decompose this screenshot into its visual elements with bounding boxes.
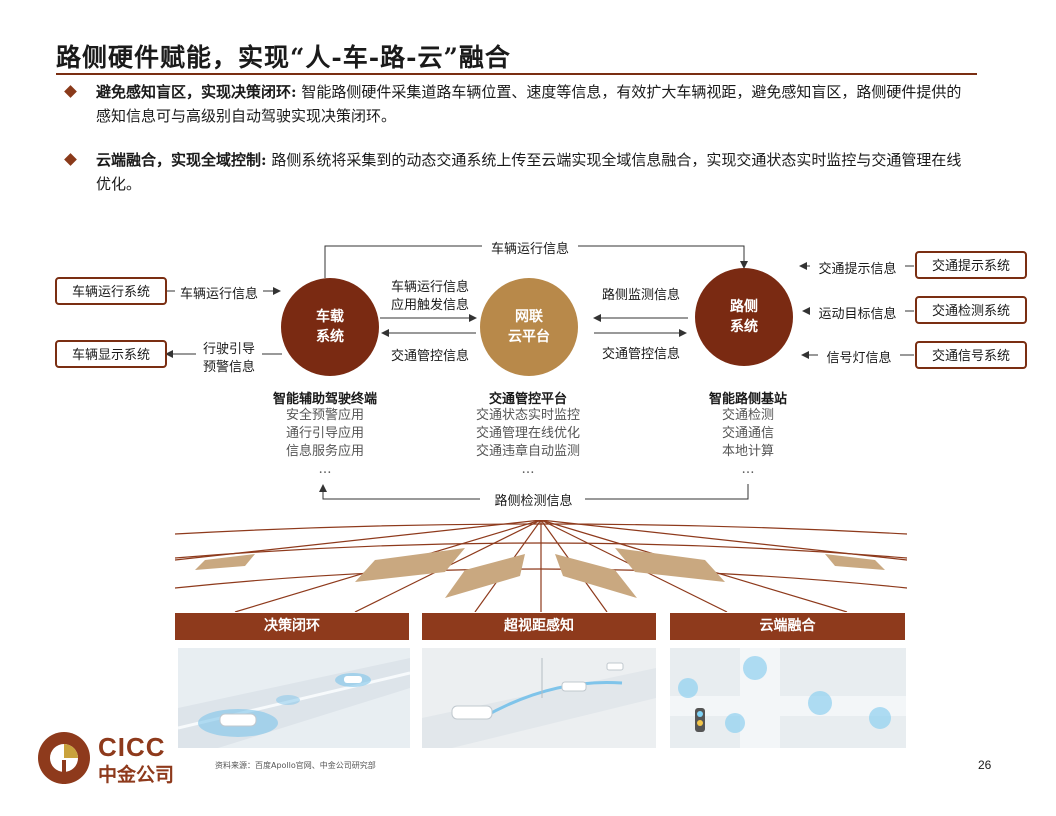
bullet-2: 云端融合，实现全域控制: 路侧系统将采集到的动态交通系统上传至云端实现全域信息融… [64,148,966,196]
cloud-node-line2: 云平台 [508,329,550,345]
bullet-2-head: 云端融合，实现全域控制: [96,151,267,169]
block-title: 交通管控平台 [488,392,567,407]
block-item: … [521,462,535,477]
bullet-2-body: 路侧系统将采集到的动态交通系统上传至云端实现全域信息融合，实现交通状态实时监控与… [96,151,962,193]
vc-upper-label-2: 应用触发信息 [390,298,469,313]
vehicle-system-node: 车载系统 [281,278,379,376]
block-item: 安全预警应用 [285,408,364,423]
roadside-system-node: 路侧系统 [695,268,793,366]
right-label-2: 运动目标信息 [818,307,897,322]
bullet-1-head: 避免感知盲区，实现决策闭环: [96,83,297,101]
block-item: … [741,462,755,477]
cloud-fusion-illustration [670,648,906,748]
block-item: 交通状态实时监控 [475,408,580,423]
road-perspective-graphic [175,520,907,612]
traffic-signal-system: 交通信号系统 [915,341,1027,369]
cr-upper-label: 路侧监测信息 [601,288,680,303]
right-label-3: 信号灯信息 [826,351,892,366]
title-divider [56,73,977,75]
bottom-loop-arrow [319,484,480,500]
right-label-1: 交通提示信息 [818,262,897,277]
banner-decision-loop: 决策闭环 [175,613,409,640]
block-traffic-control-platform: 交通管控平台 交通状态实时监控 交通管理在线优化 交通违章自动监测 … [455,388,601,479]
block-title: 智能辅助驾驶终端 [272,392,377,407]
block-driving-terminal: 智能辅助驾驶终端 安全预警应用 通行引导应用 信息服务应用 … [255,388,395,479]
bullet-1: 避免感知盲区，实现决策闭环: 智能路侧硬件采集道路车辆位置、速度等信息，有效扩大… [64,80,966,128]
top-loop-arrow [578,245,748,269]
logo-text-en: CICC [98,732,166,762]
vehicle-node-line1: 车载 [316,309,344,325]
bottom-loop-line [585,484,749,500]
banner-beyond-visual-range: 超视距感知 [422,613,656,640]
cicc-logo-icon [38,732,90,784]
left-lower-label-2: 预警信息 [202,360,255,375]
cloud-platform-node: 网联云平台 [480,278,578,376]
block-title: 智能路侧基站 [708,392,787,407]
page-title: 路侧硬件赋能，实现“人-车-路-云”融合 [56,43,511,72]
roadside-node-line2: 系统 [730,319,758,335]
cr-lower-label: 交通管控信息 [601,347,680,362]
bullet-1-body: 智能路侧硬件采集道路车辆位置、速度等信息，有效扩大车辆视距，避免感知盲区，路侧硬… [96,83,962,125]
top-loop-line [324,245,482,278]
roadside-node-line1: 路侧 [730,299,758,315]
vehicle-operation-system: 车辆运行系统 [55,277,167,305]
cloud-node-line1: 网联 [515,309,543,325]
block-item: 交通通信 [721,426,774,441]
block-item: … [318,462,332,477]
vehicle-node-line2: 系统 [316,329,344,345]
vehicle-display-system: 车辆显示系统 [55,340,167,368]
source-note: 资料来源：百度Apollo官网、中金公司研究部 [215,761,376,770]
beyond-visual-range-illustration [422,648,656,748]
page-number: 26 [978,758,992,772]
block-item: 交通管理在线优化 [475,426,580,441]
traffic-detection-system: 交通检测系统 [915,296,1027,324]
traffic-prompt-system: 交通提示系统 [915,251,1027,279]
decision-loop-illustration [178,648,410,748]
left-lower-label-1: 行驶引导 [202,342,255,357]
block-item: 通行引导应用 [285,426,364,441]
vc-upper-label-1: 车辆运行信息 [390,280,469,295]
block-roadside-station: 智能路侧基站 交通检测 交通通信 本地计算 … [685,388,811,479]
banner-cloud-fusion: 云端融合 [670,613,905,640]
block-item: 交通违章自动监测 [475,444,580,459]
logo-text-cn: 中金公司 [98,764,175,786]
top-flow-label: 车辆运行信息 [482,238,578,257]
block-item: 交通检测 [721,408,774,423]
left-upper-label: 车辆运行信息 [179,287,258,302]
block-item: 信息服务应用 [285,444,364,459]
vc-lower-label: 交通管控信息 [390,349,469,364]
bottom-flow-label: 路侧检测信息 [482,490,585,509]
block-item: 本地计算 [721,444,774,459]
